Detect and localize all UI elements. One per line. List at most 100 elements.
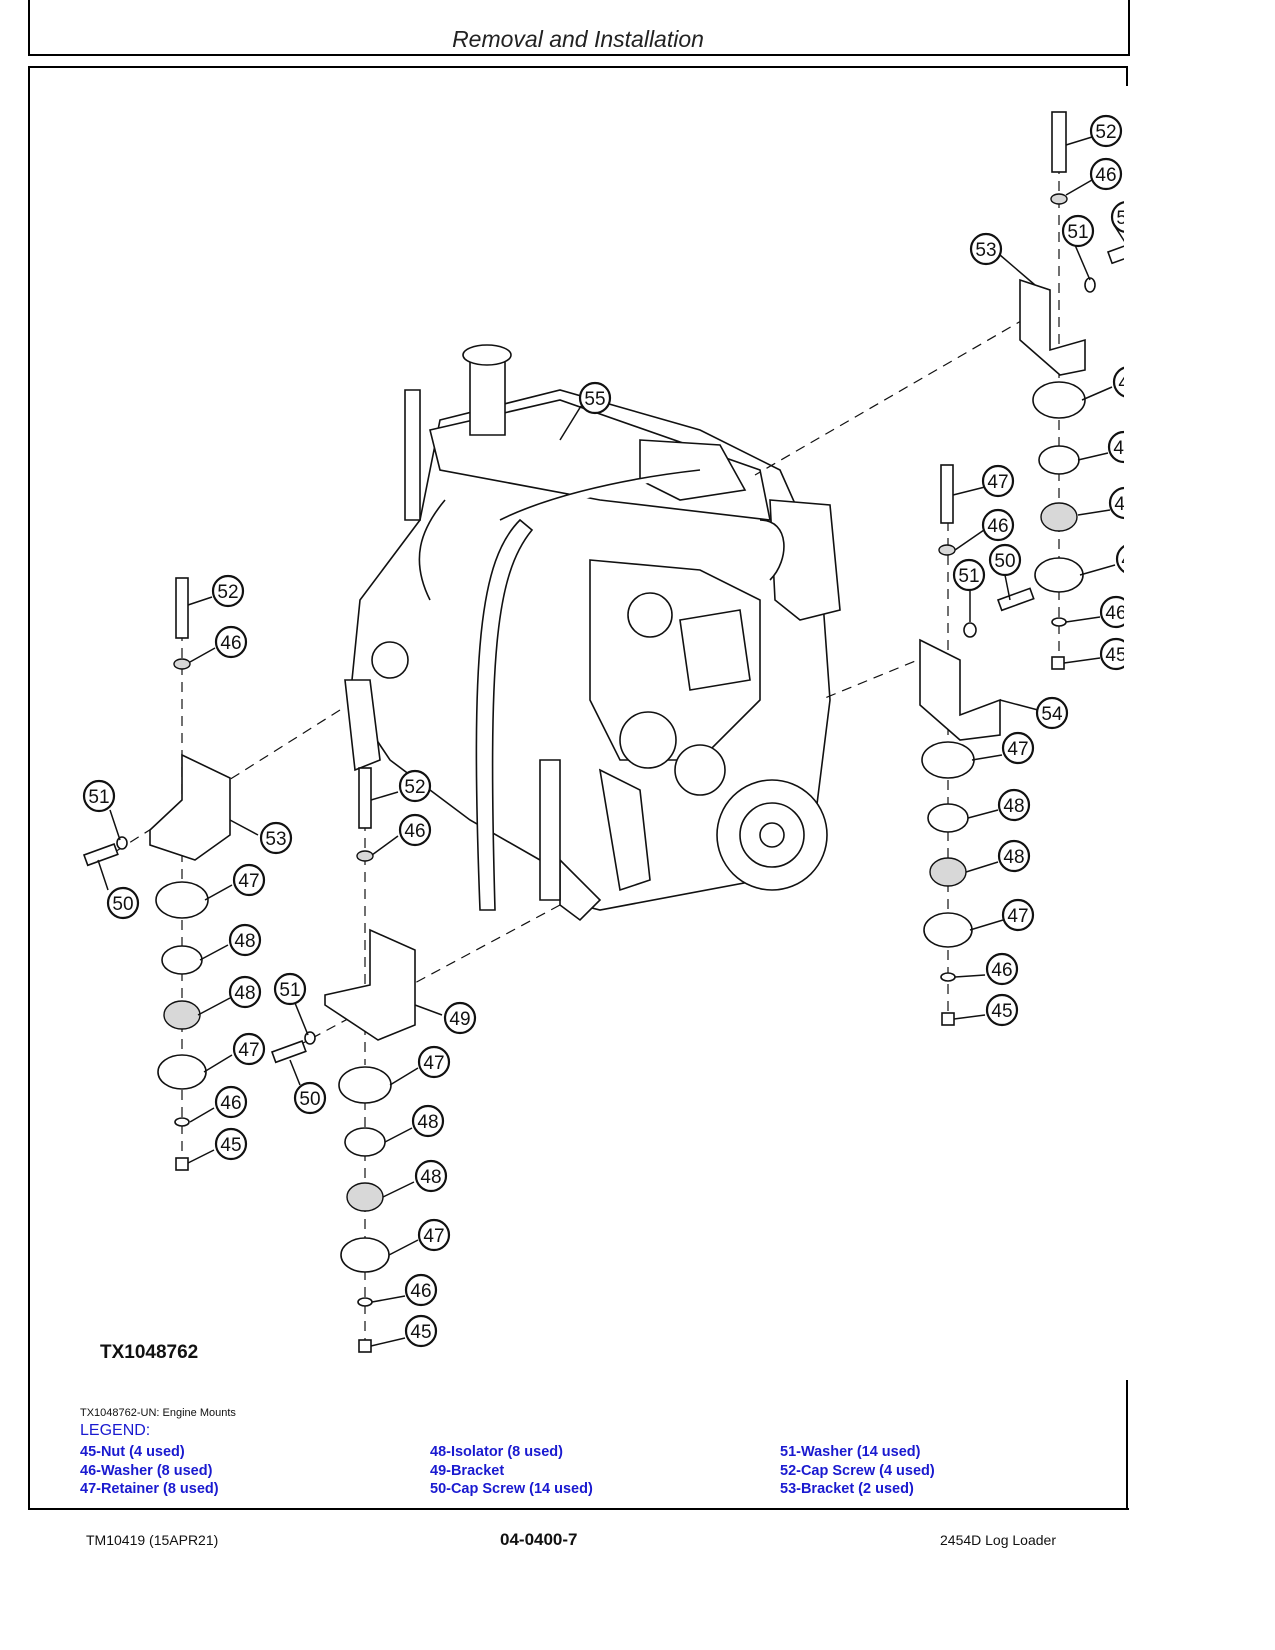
svg-text:50: 50: [112, 894, 133, 915]
page-header-title: Removal and Installation: [452, 26, 704, 52]
frame-right-tick-top: [1126, 66, 1128, 86]
callout-52: 52: [211, 574, 245, 608]
figure-id-label: TX1048762: [100, 1342, 199, 1363]
header-frame: [28, 0, 1130, 56]
frame-bottom-rule: [28, 1508, 1129, 1510]
callout-48: 48: [411, 1104, 445, 1138]
svg-text:55: 55: [584, 389, 605, 410]
svg-text:46: 46: [1105, 603, 1124, 624]
svg-text:47: 47: [1007, 906, 1028, 927]
svg-text:51: 51: [1067, 222, 1088, 243]
callout-46: 46: [398, 813, 432, 847]
callout-47: 47: [1001, 898, 1035, 932]
svg-text:48: 48: [1113, 438, 1124, 459]
svg-text:48: 48: [1114, 494, 1124, 515]
left-mount-stack: [82, 577, 231, 1171]
svg-text:45: 45: [991, 1001, 1012, 1022]
svg-text:47: 47: [987, 472, 1008, 493]
callout-48: 48: [414, 1159, 448, 1193]
svg-text:45: 45: [220, 1135, 241, 1156]
svg-text:48: 48: [420, 1167, 441, 1188]
svg-text:47: 47: [423, 1053, 444, 1074]
callout-47: 47: [417, 1045, 451, 1079]
svg-text:46: 46: [410, 1281, 431, 1302]
legend-title: LEGEND:: [80, 1422, 151, 1439]
svg-text:48: 48: [417, 1112, 438, 1133]
callout-47: 47: [981, 464, 1015, 498]
svg-text:50: 50: [994, 551, 1015, 572]
footer-page-number: 04-0400-7: [500, 1530, 578, 1549]
callout-51: 51: [952, 558, 986, 592]
callout-54: 54: [1035, 696, 1069, 730]
callout-48: 48: [997, 788, 1031, 822]
footer-machine-model: 2454D Log Loader: [940, 1532, 1056, 1548]
engine-illustration: [344, 344, 841, 922]
svg-text:47: 47: [1007, 739, 1028, 760]
svg-text:53: 53: [265, 829, 286, 850]
svg-text:46: 46: [1095, 165, 1116, 186]
svg-text:46: 46: [987, 516, 1008, 537]
legend-item: 53-Bracket (2 used): [780, 1481, 914, 1497]
svg-text:47: 47: [423, 1226, 444, 1247]
svg-text:48: 48: [1003, 847, 1024, 868]
callout-46: 46: [981, 508, 1015, 542]
legend-column-2: 48-Isolator (8 used) 49-Bracket 50-Cap S…: [430, 1443, 593, 1499]
svg-text:45: 45: [410, 1322, 431, 1343]
callout-51: 51: [273, 972, 307, 1006]
callout-51: 51: [1061, 214, 1095, 248]
callout-49: 49: [443, 1001, 477, 1035]
callout-50: 50: [1110, 201, 1124, 233]
svg-text:48: 48: [234, 983, 255, 1004]
svg-text:51: 51: [958, 566, 979, 587]
callout-50: 50: [988, 543, 1022, 577]
svg-text:48: 48: [1003, 796, 1024, 817]
callout-47: 47: [1115, 545, 1124, 573]
legend-item: 50-Cap Screw (14 used): [430, 1481, 593, 1497]
callout-52: 52: [1089, 114, 1123, 148]
figure-caption: TX1048762-UN: Engine Mounts: [80, 1407, 236, 1419]
content-frame: [28, 66, 1128, 1510]
callout-balloons: 52 46 50 51 53 47 48 48 47 46 45 55 47 4…: [82, 114, 1124, 1348]
callout-53: 53: [969, 232, 1003, 266]
legend-item: 51-Washer (14 used): [780, 1444, 921, 1460]
legend-item: 49-Bracket: [430, 1462, 505, 1479]
svg-text:52: 52: [404, 777, 425, 798]
svg-text:54: 54: [1041, 704, 1063, 725]
svg-text:47: 47: [238, 1040, 259, 1061]
callout-45: 45: [214, 1127, 248, 1161]
legend-item: 46-Washer (8 used): [80, 1462, 213, 1479]
callout-45: 45: [1099, 637, 1124, 671]
frame-top-rule: [28, 66, 1126, 68]
callout-50: 50: [106, 886, 140, 920]
callout-47: 47: [1112, 366, 1124, 398]
svg-text:46: 46: [991, 960, 1012, 981]
legend-item: 45-Nut (4 used): [80, 1444, 185, 1460]
svg-text:46: 46: [220, 1093, 241, 1114]
svg-text:50: 50: [299, 1089, 320, 1110]
svg-text:47: 47: [238, 871, 259, 892]
svg-text:49: 49: [449, 1009, 470, 1030]
callout-47: 47: [232, 1032, 266, 1066]
legend-column-3: 51-Washer (14 used) 52-Cap Screw (4 used…: [780, 1443, 935, 1499]
right-upper-mount-stack: [1019, 111, 1124, 670]
callout-47: 47: [232, 863, 266, 897]
svg-text:46: 46: [220, 633, 241, 654]
callout-45: 45: [985, 993, 1019, 1027]
callout-46: 46: [214, 625, 248, 659]
frame-right-tick-bottom: [1126, 1380, 1128, 1510]
legend-column-1: 45-Nut (4 used) 46-Washer (8 used) 47-Re…: [80, 1443, 219, 1499]
callout-48: 48: [997, 839, 1031, 873]
svg-text:48: 48: [234, 931, 255, 952]
callout-46: 46: [404, 1273, 438, 1307]
footer-manual-id: TM10419 (15APR21): [86, 1532, 219, 1548]
callout-46: 46: [985, 952, 1019, 986]
callout-46: 46: [1099, 595, 1124, 629]
svg-text:52: 52: [1095, 122, 1116, 143]
callout-46: 46: [1089, 157, 1123, 191]
svg-text:47: 47: [1118, 373, 1124, 394]
callout-50: 50: [293, 1081, 327, 1115]
callout-48: 48: [1107, 430, 1124, 464]
callout-55: 55: [578, 381, 612, 415]
callout-48: 48: [228, 923, 262, 957]
svg-text:51: 51: [279, 980, 300, 1001]
